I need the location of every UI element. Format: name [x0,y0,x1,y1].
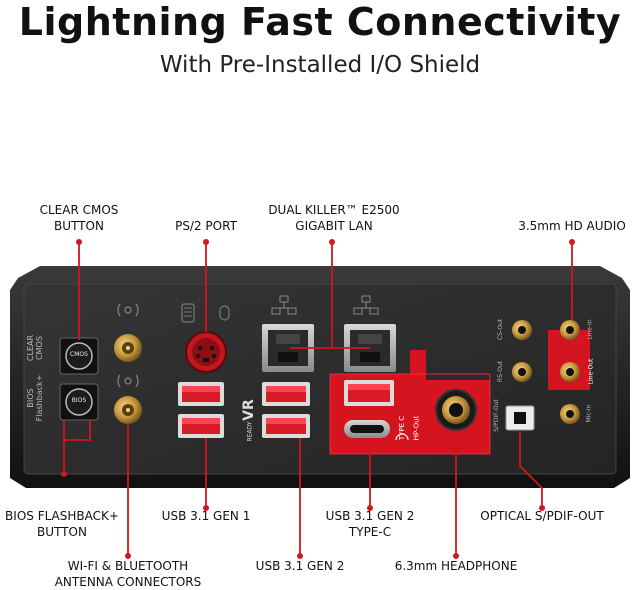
io-shield [10,266,630,488]
audio-jack-line-out[interactable] [560,362,580,382]
panel-label-bios-button: BIOS [69,397,89,404]
audio-jack-mic-in[interactable] [560,404,580,424]
usb31-gen2-port-bottom[interactable] [262,414,310,438]
ps2-port[interactable] [186,332,226,372]
optical-spdif-port[interactable] [506,406,534,430]
callout-usb-type-c: USB 3.1 GEN 2 TYPE-C [318,508,422,540]
panel-label-bios-flashback: BIOS Flashback+ [26,374,44,422]
headphone-jack-6-3mm[interactable] [436,390,476,430]
panel-label-line-in: Line-In [587,319,594,339]
panel-label-vr: VR [241,399,257,421]
panel-label-cmos-button: CMOS [69,351,89,358]
panel-label-spdif-out: S/PDIF-Out [493,399,500,432]
panel-label-line-out: Line-Out [587,359,594,385]
usb31-gen2-port-top[interactable] [262,382,310,406]
callout-optical-spdif: OPTICAL S/PDIF-OUT [472,508,612,524]
callout-antenna-connectors: WI-FI & BLUETOOTH ANTENNA CONNECTORS [50,558,206,590]
usb31-gen2-port-red-zone[interactable] [344,380,394,406]
audio-jack-rs-out[interactable] [512,362,532,382]
callout-clear-cmos-button: CLEAR CMOS BUTTON [22,202,136,234]
panel-label-hp-out: HP-Out [412,416,420,441]
usb31-gen1-port-bottom[interactable] [178,414,224,438]
callout-headphone: 6.3mm HEADPHONE [388,558,524,574]
wifi-antenna-connector-bottom[interactable] [114,396,142,424]
audio-jack-cs-out[interactable] [512,320,532,340]
callout-usb31-gen2: USB 3.1 GEN 2 [246,558,354,574]
callout-usb31-gen1: USB 3.1 GEN 1 [156,508,256,524]
callout-ps2-port: PS/2 PORT [156,218,256,234]
usb31-gen1-port-top[interactable] [178,382,224,406]
panel-label-mic-in: Mic-In [585,405,592,423]
panel-label-clear-cmos: CLEAR CMOS [26,328,44,368]
panel-label-ready: READY [247,421,254,441]
usb-type-c-port[interactable] [344,420,390,438]
panel-label-cs-out: CS-Out [497,319,504,340]
panel-label-type-c: TYPE C [398,416,406,440]
callout-bios-flashback: BIOS FLASHBACK+ BUTTON [0,508,124,540]
callout-dual-killer-lan: DUAL KILLER™ E2500 GIGABIT LAN [256,202,412,234]
wifi-antenna-connector-top[interactable] [114,334,142,362]
panel-label-rs-out: RS-Out [497,361,504,382]
callout-hd-audio: 3.5mm HD AUDIO [506,218,638,234]
audio-jack-line-in[interactable] [560,320,580,340]
